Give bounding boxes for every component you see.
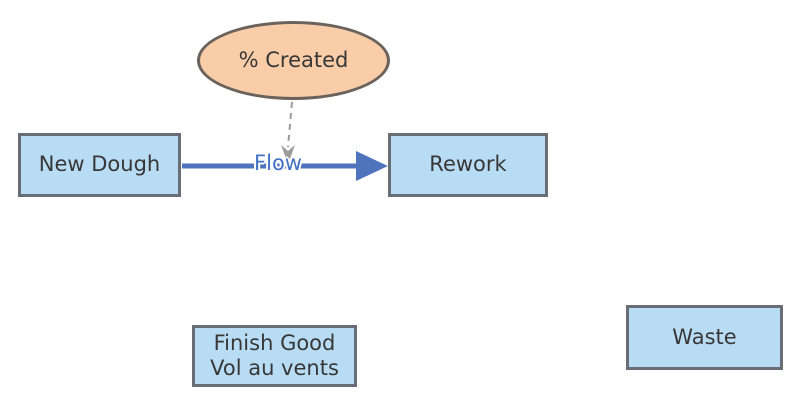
node-finish-good-label: Finish Good Vol au vents xyxy=(210,330,339,380)
node-waste-label: Waste xyxy=(672,324,737,349)
node-waste: Waste xyxy=(626,305,783,370)
node-rework-label: Rework xyxy=(429,152,507,177)
influence-dashed-line xyxy=(287,101,293,148)
node-rework: Rework xyxy=(388,133,548,197)
node-new-dough-label: New Dough xyxy=(38,152,161,177)
flow-arrowhead-icon xyxy=(356,151,388,181)
node-percent-created-label: % Created xyxy=(238,47,349,72)
influence-arrowhead-icon xyxy=(281,145,295,164)
node-new-dough: New Dough xyxy=(18,133,181,197)
node-percent-created: % Created xyxy=(197,21,390,100)
node-finish-good: Finish Good Vol au vents xyxy=(192,325,357,387)
flow-edge-label: Flow xyxy=(254,151,302,175)
